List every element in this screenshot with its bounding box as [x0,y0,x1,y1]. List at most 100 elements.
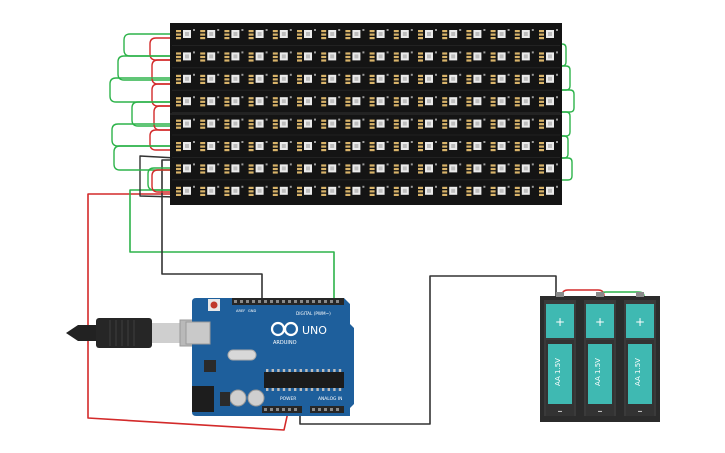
battery-terminal[interactable] [636,292,644,297]
chip-pin [338,369,342,372]
led-pixel [369,118,389,129]
header-pin[interactable] [294,408,297,411]
battery-plus-label: + [595,315,605,329]
header-pin[interactable] [288,300,291,303]
chip-pin [316,369,319,372]
led-pixel [418,73,437,84]
header-pin[interactable] [282,300,285,303]
battery-pack[interactable]: +AA 1.5V–+AA 1.5V–+AA 1.5V– [540,289,660,422]
matrix-link-wire[interactable] [111,123,177,147]
battery-terminal[interactable] [556,292,564,297]
led-pixel [200,73,220,84]
matrix-link-wire[interactable] [113,145,177,171]
matrix-link-wire[interactable] [557,89,575,113]
header-pin[interactable] [276,300,279,303]
led-pixel [393,29,413,40]
header-pin[interactable] [324,408,327,411]
led-matrix[interactable] [170,23,562,205]
chip-pin [282,369,286,372]
chip-pin [299,388,302,391]
header-pin[interactable] [318,408,321,411]
header-pin[interactable] [330,408,333,411]
header-pin[interactable] [270,300,273,303]
header-pin[interactable] [294,300,297,303]
chip-pin [316,388,319,391]
black-matrix-link-wire[interactable] [139,155,177,198]
led-pixel [200,185,220,196]
chip-pin [322,388,325,391]
black-ground-wire[interactable] [161,159,263,301]
header-pin[interactable] [258,300,261,303]
led-pixel [539,29,558,40]
matrix-link-wire[interactable] [109,77,177,103]
matrix-link-wire[interactable] [151,83,177,107]
header-pin[interactable] [318,300,321,303]
header-pin[interactable] [306,300,309,303]
led-pixel [393,51,413,62]
led-pixel [297,51,316,62]
chip-pin [322,369,325,372]
header-pin[interactable] [300,300,303,303]
header-pin[interactable] [234,300,237,303]
chip-pin [310,369,314,372]
matrix-link-wire[interactable] [149,129,177,151]
battery-terminal[interactable] [596,292,604,297]
led-pixel [539,163,558,174]
black-battery-wire[interactable] [299,275,557,425]
header-pin[interactable] [336,300,339,303]
led-pixel [321,118,341,129]
header-pin[interactable] [288,408,291,411]
matrix-link-wire[interactable] [117,55,177,81]
led-pixel [272,96,292,107]
aa-battery[interactable]: +AA 1.5V– [620,292,660,422]
header-pin[interactable] [264,408,267,411]
header-pin[interactable] [246,300,249,303]
led-pixel [321,141,341,152]
gnd-label: GND [248,309,256,313]
led-pixel [369,185,389,196]
led-pixel [442,185,462,196]
matrix-link-wire[interactable] [557,157,573,181]
led-pixel [393,185,413,196]
led-pixel [321,51,341,62]
chip-pin [288,388,291,391]
matrix-link-wire[interactable] [131,101,177,127]
red-power-wire[interactable] [87,193,289,431]
led-pixel [490,185,510,196]
led-pixel [418,29,437,40]
led-pixel [176,73,195,84]
usb-plug-icon[interactable] [66,318,207,348]
green-data-wire[interactable] [129,189,335,299]
matrix-link-wire[interactable] [151,169,177,193]
matrix-link-wire[interactable] [147,167,177,191]
aa-battery[interactable]: +AA 1.5V– [540,292,580,422]
header-pin[interactable] [240,300,243,303]
matrix-link-wire[interactable] [149,37,177,61]
led-pixel [200,141,220,152]
led-pixel [248,96,268,107]
led-pixel [297,163,316,174]
aa-battery[interactable]: +AA 1.5V– [580,292,620,422]
dc-power-jack [192,386,214,412]
matrix-link-wire[interactable] [557,111,571,137]
led-pixel [272,51,292,62]
header-pin[interactable] [330,300,333,303]
led-pixel [418,51,437,62]
header-pin[interactable] [252,300,255,303]
led-pixel [490,96,510,107]
chip-pin [310,388,314,391]
header-pin[interactable] [276,408,279,411]
reset-button-cap [210,301,218,309]
header-pin[interactable] [312,408,315,411]
header-pin[interactable] [312,300,315,303]
header-pin[interactable] [336,408,339,411]
led-pixel [176,141,195,152]
header-pin[interactable] [324,300,327,303]
led-pixel [321,29,341,40]
analog-header-label: ANALOG IN [318,396,342,402]
header-pin[interactable] [282,408,285,411]
arduino-uno-board[interactable]: ARDUINO UNO DIGITAL (PWM~) AREF GND POWE… [185,298,354,416]
led-pixel [514,51,534,62]
header-pin[interactable] [264,300,267,303]
header-pin[interactable] [270,408,273,411]
